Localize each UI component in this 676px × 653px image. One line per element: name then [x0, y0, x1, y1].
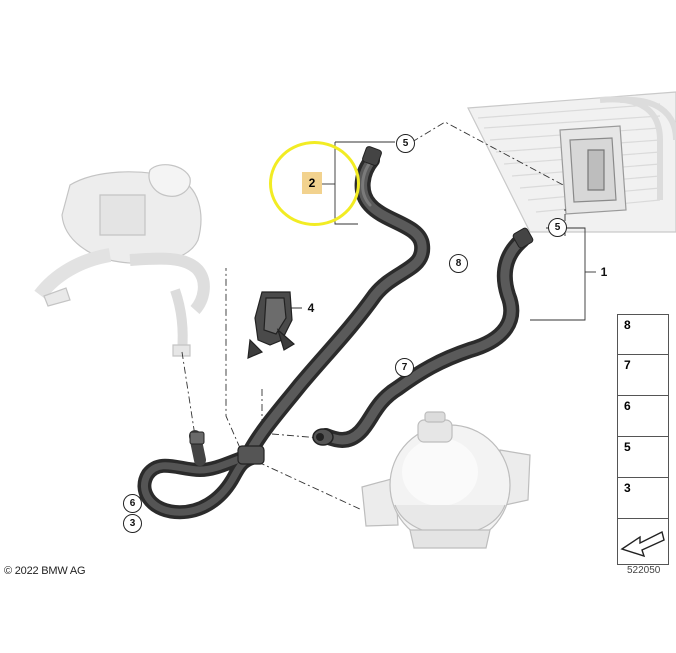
highlight-ring	[269, 141, 360, 226]
legend-item-7[interactable]: 7	[617, 355, 669, 396]
direction-arrow-icon	[617, 519, 669, 565]
legend-number: 8	[624, 318, 631, 332]
callout-5-top[interactable]: 5	[396, 134, 415, 153]
callout-3[interactable]: 3	[123, 514, 142, 533]
part-number-tag-2[interactable]: 2	[302, 172, 322, 194]
legend-item-5[interactable]: 5	[617, 437, 669, 478]
callout-8[interactable]: 8	[449, 254, 468, 273]
hose-bracket-part	[247, 291, 296, 359]
copyright-text: © 2022 BMW AG	[4, 565, 86, 577]
parts-legend: 8 7 6 5 3	[617, 314, 669, 565]
legend-item-6[interactable]: 6	[617, 396, 669, 437]
diagram-id-text: 522050	[627, 565, 661, 576]
callout-7[interactable]: 7	[395, 358, 414, 377]
legend-item-8[interactable]: 8	[617, 314, 669, 355]
upper-coolant-hose	[242, 146, 431, 460]
expansion-tank-ghost	[361, 411, 531, 549]
engine-ghost	[34, 164, 210, 357]
callout-5-mid[interactable]: 5	[548, 218, 567, 237]
loop-hose	[137, 430, 265, 520]
radiator-ghost	[467, 91, 676, 233]
callout-1[interactable]: 1	[597, 264, 611, 280]
arrow-glyph	[620, 530, 665, 558]
legend-number: 7	[624, 358, 631, 372]
legend-number: 3	[624, 481, 631, 495]
legend-number: 6	[624, 399, 631, 413]
legend-number: 5	[624, 440, 631, 454]
callout-4[interactable]: 4	[304, 300, 318, 316]
lower-coolant-hose	[312, 227, 534, 448]
legend-item-3[interactable]: 3	[617, 478, 669, 519]
callout-6[interactable]: 6	[123, 494, 142, 513]
